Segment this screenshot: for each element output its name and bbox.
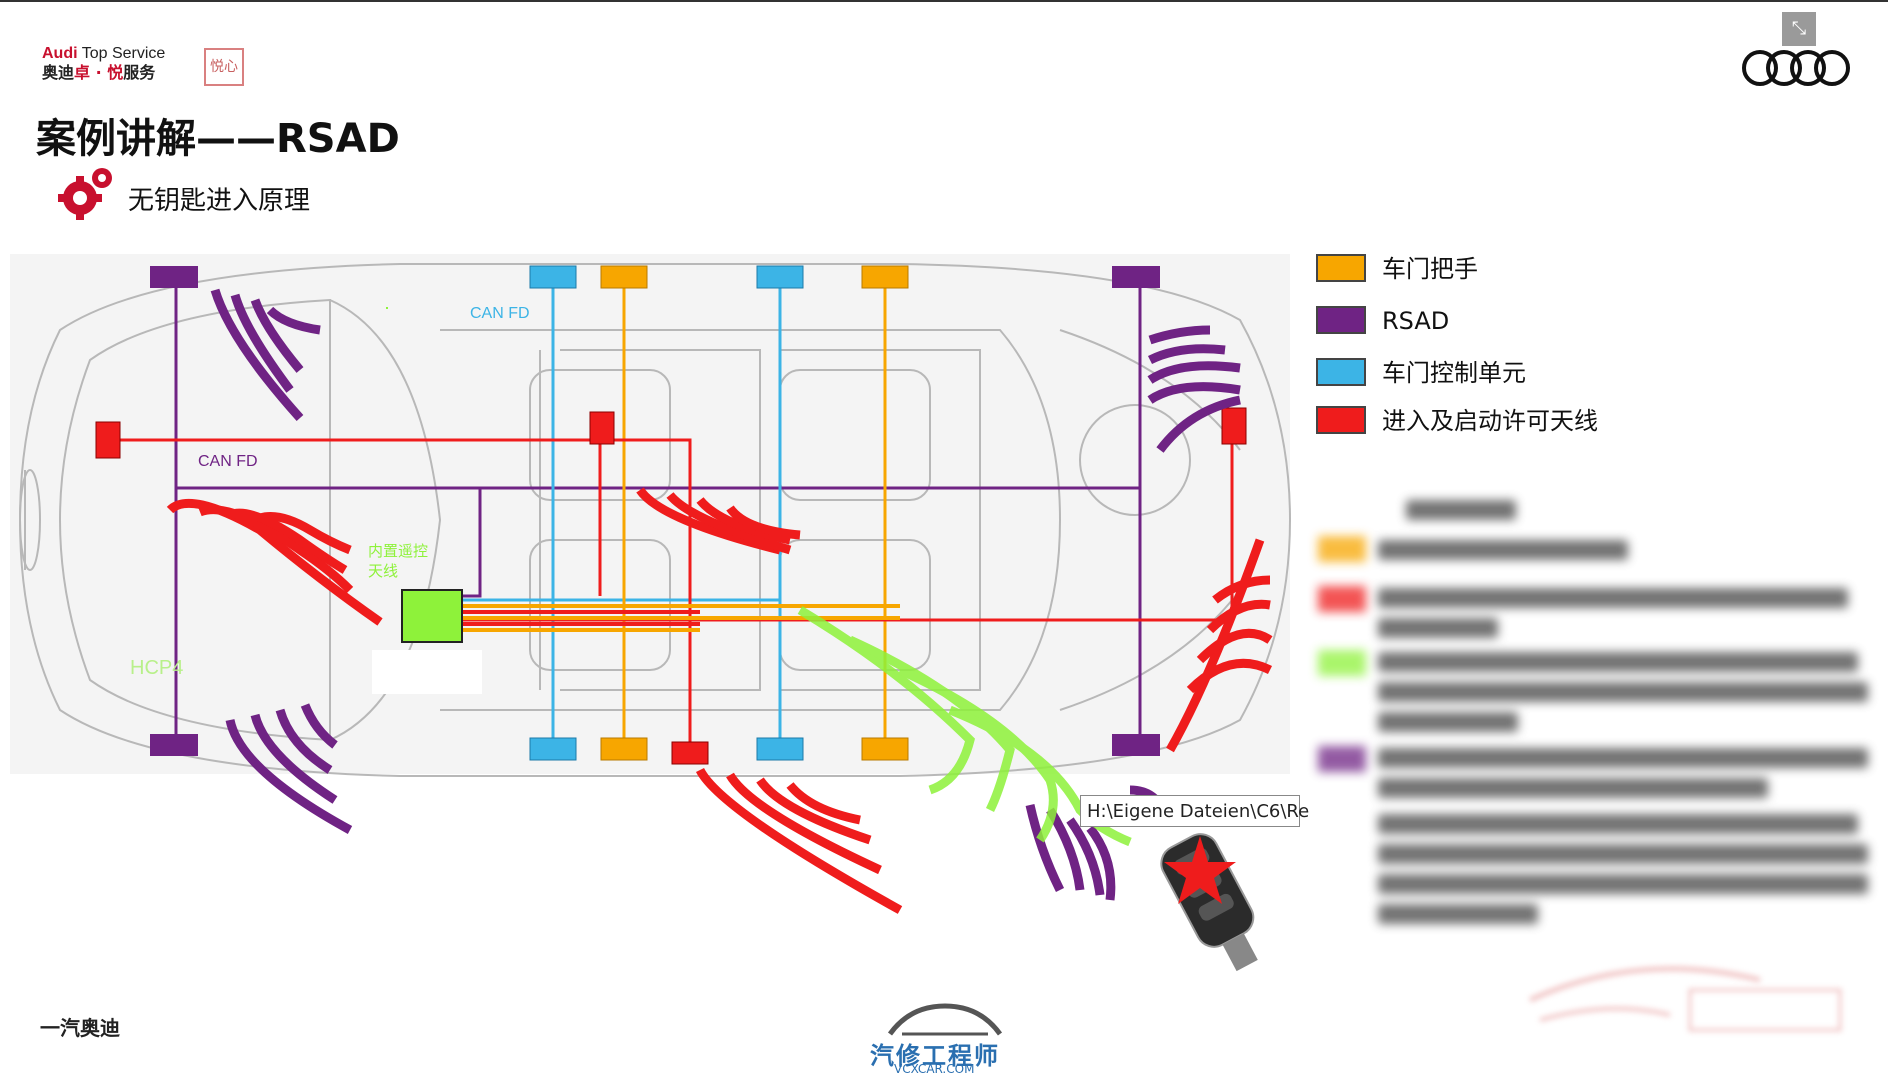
legend-label-antenna: 进入及启动许可天线 bbox=[1382, 407, 1598, 435]
rsad-module-fr bbox=[1112, 266, 1160, 288]
page-title: 案例讲解——RSAD bbox=[36, 116, 400, 162]
brand-audi: Audi bbox=[42, 45, 78, 62]
watermark-main: 汽修工程师 bbox=[870, 1042, 1000, 1070]
internal-antenna-waves bbox=[797, 606, 1132, 847]
dcu-modules bbox=[529, 265, 804, 761]
file-path-tooltip: H:\Eigene Dateien\C6\Re bbox=[1080, 795, 1309, 827]
legend-label-dcu: 车门控制单元 bbox=[1382, 359, 1526, 387]
antenna-center bbox=[589, 411, 615, 445]
handle-modules bbox=[600, 265, 909, 761]
antenna-modules bbox=[95, 407, 1247, 765]
rsad-modules bbox=[150, 266, 1160, 756]
legend-swatch-door-handle bbox=[1316, 254, 1366, 282]
hcp4-bundle bbox=[460, 604, 900, 632]
watermark-sub: VCXCAR.COM bbox=[894, 1062, 975, 1076]
label-hcp4: HCP4 bbox=[130, 657, 183, 679]
rsad-module-rr bbox=[1112, 734, 1160, 756]
label-canfd-mid: CAN FD bbox=[198, 453, 258, 470]
legend-swatch-rsad bbox=[1316, 306, 1366, 334]
label-canfd-top: CAN FD bbox=[470, 305, 530, 322]
car-diagram: CAN FD CAN FD 内置遥控 天线 HCP4 bbox=[10, 254, 1292, 972]
rsad-wiring bbox=[174, 280, 1142, 742]
top-border bbox=[0, 0, 1888, 2]
brand-cn-service: 服务 bbox=[123, 63, 156, 83]
legend-label-door-handle: 车门把手 bbox=[1382, 255, 1478, 283]
key-fob-icon bbox=[1160, 833, 1258, 972]
label-internal-antenna-1: 内置遥控 bbox=[368, 542, 428, 560]
footer-company: 一汽奥迪 bbox=[40, 1016, 120, 1040]
dcu-rear-right bbox=[756, 737, 804, 761]
legend-swatch-dcu bbox=[1316, 358, 1366, 386]
blurred-notes bbox=[1316, 490, 1886, 930]
brand-top-service: Top Service bbox=[81, 45, 166, 62]
antenna-rear bbox=[1221, 407, 1247, 445]
dcu-front-right bbox=[756, 265, 804, 289]
label-internal-antenna-2: 天线 bbox=[368, 562, 398, 580]
handle-front-right bbox=[861, 265, 909, 289]
dcu-rear-left bbox=[529, 737, 577, 761]
brand-block: Audi Top Service 奥迪卓 · 悦服务 bbox=[42, 44, 165, 82]
seal-logo: 悦心 bbox=[204, 48, 244, 86]
subtitle: 无钥匙进入原理 bbox=[128, 186, 311, 216]
legend-swatch-antenna bbox=[1316, 406, 1366, 434]
antenna-waves bbox=[166, 487, 1273, 914]
gear-icon bbox=[58, 168, 112, 220]
antenna-front bbox=[95, 421, 121, 459]
signal-star-icon bbox=[1164, 836, 1236, 904]
rsad-module-rl bbox=[150, 734, 198, 756]
blank-patch bbox=[372, 650, 482, 694]
audi-rings-logo bbox=[1742, 50, 1850, 86]
car-outline bbox=[18, 263, 1292, 777]
rsad-module-fl bbox=[150, 266, 198, 288]
brand-cn-audi: 奥迪 bbox=[42, 63, 75, 83]
antenna-side bbox=[671, 741, 709, 765]
legend-label-rsad: RSAD bbox=[1382, 307, 1450, 335]
rsad-waves bbox=[210, 288, 1241, 901]
handle-rear-right bbox=[861, 737, 909, 761]
expand-icon[interactable]: ⤡ bbox=[1782, 12, 1816, 46]
dcu-wiring bbox=[460, 280, 782, 740]
brand-cn-zhuoyue: 卓 · 悦 bbox=[74, 63, 124, 83]
handle-front-left bbox=[600, 265, 648, 289]
sost-logo bbox=[1528, 966, 1842, 1032]
watermark-car-icon bbox=[887, 1003, 1003, 1036]
dcu-front-left bbox=[529, 265, 577, 289]
hcp4-module bbox=[401, 589, 463, 643]
handle-rear-left bbox=[600, 737, 648, 761]
